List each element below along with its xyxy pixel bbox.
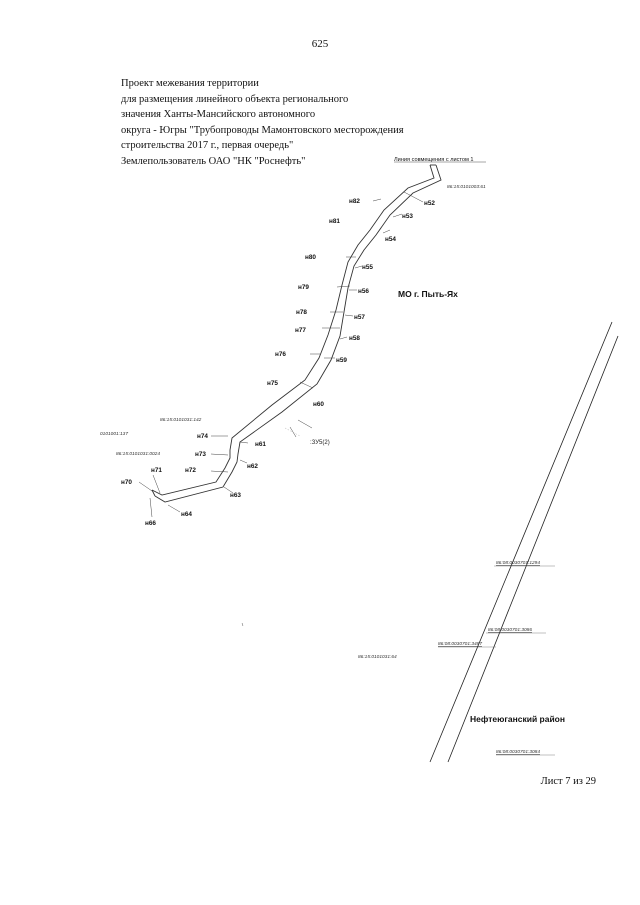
point-label: н61 — [255, 441, 266, 448]
header-line: Проект межевания территории — [121, 78, 259, 89]
point-label: н64 — [181, 511, 192, 518]
header-line: значения Ханты-Мансийского автономного — [121, 109, 316, 120]
municipality-label: МО г. Пыть-Ях — [398, 289, 458, 299]
sheet-counter: Лист 7 из 29 — [540, 776, 596, 787]
map-canvas: н82 н52 н53 н81 н54 н80 н55 н79 н56 н78 … — [100, 157, 619, 763]
zone-label: :ЗУ5(2) — [310, 440, 330, 446]
cadastral-number: 86:15:0101031:64 — [358, 654, 397, 660]
page-number: 625 — [311, 38, 329, 50]
header-line: для размещения линейного объекта региона… — [121, 93, 349, 105]
corridor-right-boundary — [154, 164, 442, 503]
point-label: н59 — [336, 357, 347, 364]
cadastral-number: 0101001:137 — [100, 431, 128, 437]
point-label: н72 — [185, 467, 196, 474]
point-leaders — [138, 191, 424, 518]
cadastral-number: 86:15:0101031:142 — [160, 417, 202, 423]
cadastral-numbers: 86:15:0101003:61 86:15:0101031:142 01010… — [100, 184, 540, 755]
point-label: н77 — [295, 327, 306, 334]
point-label: н55 — [362, 264, 373, 271]
header-line: Землепользователь ОАО "НК "Роснефть" — [121, 155, 306, 167]
corridor-left-boundary — [151, 164, 435, 496]
pipeline-corridor — [151, 164, 442, 503]
survey-map: н82 н52 н53 н81 н54 н80 н55 н79 н56 н78 … — [100, 150, 620, 765]
district-label: Нефтеюганский район — [470, 714, 565, 724]
cadastral-number: 86:08:0030701:3084 — [496, 749, 540, 755]
point-label: н56 — [358, 288, 369, 295]
point-label: н74 — [197, 433, 208, 440]
cadastral-ticks — [438, 565, 555, 756]
point-label: н52 — [424, 200, 435, 207]
point-label: н54 — [385, 236, 396, 243]
point-label: н70 — [121, 479, 132, 486]
point-label: н58 — [349, 335, 360, 342]
point-label: н80 — [305, 254, 316, 261]
cadastral-number: 86:08:0030701:3487 — [438, 641, 482, 647]
cadastral-number: 86:08:0030701:1294 — [496, 560, 540, 566]
zone-leader — [284, 427, 301, 437]
point-label: н75 — [267, 380, 278, 387]
point-label: н60 — [313, 401, 324, 408]
header-line: округа - Югры "Трубопроводы Мамонтовског… — [121, 124, 404, 136]
point-label: н63 — [230, 492, 241, 499]
point-label: н81 — [329, 218, 340, 225]
point-label: н73 — [195, 451, 206, 458]
point-label: н66 — [145, 520, 156, 527]
cadastral-number: 86:08:0030701:3086 — [488, 627, 532, 633]
point-label: н71 — [151, 467, 162, 474]
point-label: н62 — [247, 463, 258, 470]
administrative-boundary — [429, 321, 619, 763]
cadastral-number: 86:15:0101031:0024 — [116, 451, 160, 457]
point-label: н78 — [296, 309, 307, 316]
point-label: н79 — [298, 284, 309, 291]
header-line: строительства 2017 г., первая очередь" — [121, 140, 294, 151]
document-header: Проект межевания территории для размещен… — [121, 76, 481, 169]
header-clip — [118, 166, 368, 176]
point-label: н57 — [354, 314, 365, 321]
alignment-note: Линия совмещения с листом 1 — [394, 157, 474, 163]
boundary-line-left — [429, 321, 613, 763]
point-label: н82 — [349, 198, 360, 205]
point-label: н53 — [402, 213, 413, 220]
boundary-line-right — [447, 335, 619, 763]
point-label: н76 — [275, 351, 286, 358]
point-labels: н82 н52 н53 н81 н54 н80 н55 н79 н56 н78 … — [121, 198, 435, 527]
stray-mark — [241, 622, 244, 627]
cadastral-number: 86:15:0101003:61 — [447, 184, 486, 190]
